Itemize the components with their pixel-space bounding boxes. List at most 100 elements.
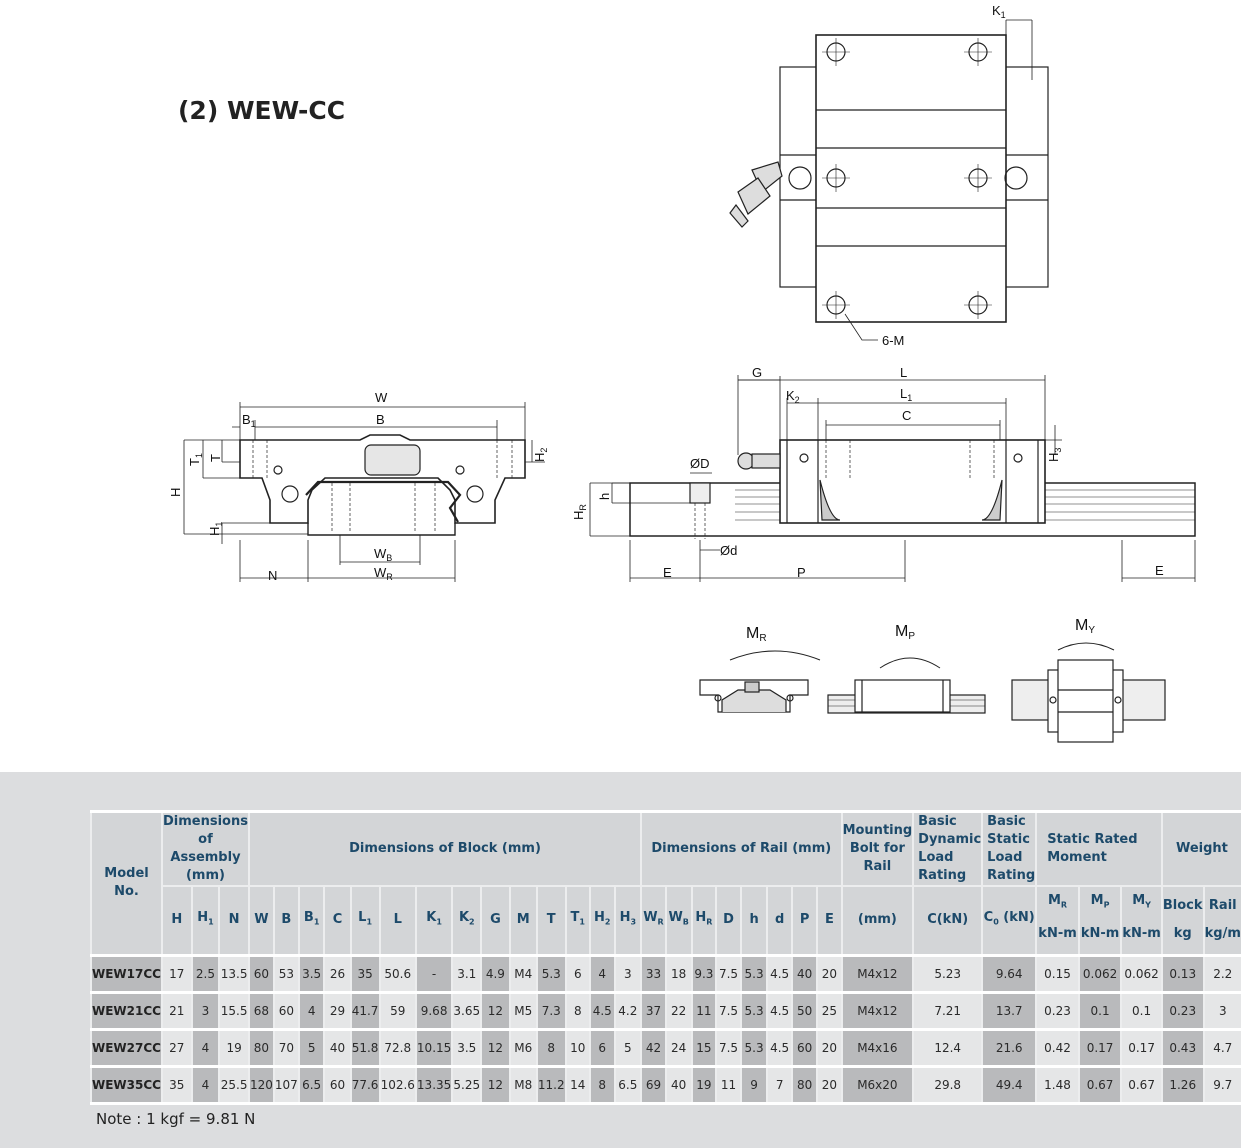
value-cell: 20 <box>816 1064 842 1105</box>
value-cell: M5 <box>508 990 537 1030</box>
column-subscript: R <box>706 917 713 927</box>
column-header: (mm) <box>840 884 914 956</box>
column-header: WR <box>640 884 666 956</box>
value-cell: 0.062 <box>1120 953 1162 993</box>
value-cell: M8 <box>508 1064 537 1105</box>
value-cell: 3.5 <box>297 953 325 993</box>
value-cell: 21.6 <box>981 1027 1037 1067</box>
value-cell: 24 <box>664 1027 692 1067</box>
dim-label-h: H <box>168 488 183 497</box>
value-cell: 27 <box>160 1027 192 1067</box>
value-cell: 120 <box>247 1064 274 1105</box>
column-header: H <box>160 884 192 956</box>
value-cell: 11 <box>715 1064 741 1105</box>
column-header: B <box>272 884 299 956</box>
svg-text:MY: MY <box>1075 617 1095 636</box>
value-cell: 25 <box>816 990 842 1030</box>
value-cell: 13.7 <box>981 990 1037 1030</box>
value-cell: 0.23 <box>1035 990 1079 1030</box>
column-symbol: K <box>458 910 470 925</box>
column-symbol: E <box>824 912 834 928</box>
value-cell: 69 <box>640 1064 666 1105</box>
value-cell: 0.17 <box>1120 1027 1162 1067</box>
value-cell: 77.6 <box>349 1064 380 1105</box>
moment-yaw-icon: MY <box>1011 617 1166 743</box>
column-symbol: K <box>426 910 437 925</box>
column-symbol: Block <box>1162 897 1203 913</box>
value-cell: 19 <box>690 1064 717 1105</box>
column-header: C <box>323 884 351 956</box>
front-view-drawing: W B1 B T1 T H2 H H1 WB WR N <box>168 390 549 583</box>
column-symbol: C <box>332 912 343 928</box>
value-cell: 41.7 <box>349 990 380 1030</box>
value-cell: 33 <box>640 953 666 993</box>
column-header: C0 (kN) <box>981 884 1037 956</box>
dim-label-h1: H1 <box>207 522 224 536</box>
value-cell: 8 <box>535 1027 566 1067</box>
dim-label-k2: K2 <box>786 388 800 405</box>
dim-label-p: P <box>797 565 806 580</box>
value-cell: 13.5 <box>218 953 249 993</box>
value-cell: 7 <box>766 1064 792 1105</box>
value-cell: 12 <box>480 1027 510 1067</box>
value-cell: 53 <box>272 953 299 993</box>
value-cell: M6x20 <box>840 1064 914 1105</box>
column-header: h <box>739 884 768 956</box>
dim-label-k1: K1 <box>992 3 1006 20</box>
value-cell: 5.3 <box>739 990 768 1030</box>
value-cell: 21 <box>160 990 192 1030</box>
value-cell: 40 <box>790 953 818 993</box>
value-cell: 60 <box>323 1064 351 1105</box>
value-cell: 9.7 <box>1202 1064 1241 1105</box>
column-symbol: W <box>643 910 658 925</box>
value-cell: 20 <box>816 953 842 993</box>
value-cell: 3 <box>1202 990 1241 1030</box>
column-symbol: M <box>1090 893 1104 908</box>
value-cell: 4.5 <box>766 953 792 993</box>
value-cell: 4 <box>588 953 615 993</box>
column-symbol: M <box>1047 893 1061 908</box>
value-cell: 60 <box>247 953 274 993</box>
column-symbol: M <box>1132 893 1146 908</box>
column-symbol: W <box>254 912 269 928</box>
dim-label-phi-d-large: ØD <box>690 456 710 471</box>
dim-label-hr: HR <box>571 504 588 520</box>
value-cell: 60 <box>272 990 299 1030</box>
dim-label-6m: 6-M <box>882 333 904 348</box>
column-header: d <box>766 884 792 956</box>
column-symbol: C <box>983 910 994 925</box>
value-cell: 25.5 <box>218 1064 249 1105</box>
value-cell: 0.43 <box>1160 1027 1204 1067</box>
column-symbol: W <box>668 910 683 925</box>
value-cell: 0.67 <box>1120 1064 1162 1105</box>
svg-text:MP: MP <box>895 623 915 642</box>
column-symbol: B <box>303 910 314 925</box>
column-subscript: 1 <box>579 917 585 927</box>
column-unit: kN-m <box>1122 925 1161 941</box>
section-title: (2) WEW-CC <box>178 96 346 125</box>
value-cell: 7.5 <box>715 953 741 993</box>
value-cell: 9.68 <box>414 990 453 1030</box>
value-cell: 22 <box>664 990 692 1030</box>
column-subscript: R <box>657 917 664 927</box>
value-cell: 29 <box>323 990 351 1030</box>
side-view-drawing: G L L1 K2 C H3 ØD h HR Ød E P E <box>571 365 1196 582</box>
value-cell: 60 <box>790 1027 818 1067</box>
value-cell: 0.15 <box>1035 953 1079 993</box>
value-cell: 70 <box>272 1027 299 1067</box>
value-cell: 5.3 <box>739 953 768 993</box>
model-cell: WEW17CC <box>90 953 162 993</box>
value-cell: 29.8 <box>912 1064 983 1105</box>
value-cell: 5.23 <box>912 953 983 993</box>
value-cell: 59 <box>378 990 416 1030</box>
header-dynamic-load: Basic Dynamic Load Rating <box>912 810 983 886</box>
value-cell: 3.65 <box>451 990 482 1030</box>
value-cell: 40 <box>323 1027 351 1067</box>
column-symbol: H <box>619 910 631 925</box>
column-symbol: G <box>490 912 501 928</box>
value-cell: 19 <box>218 1027 249 1067</box>
value-cell: 14 <box>564 1064 590 1105</box>
value-cell: 15.5 <box>218 990 249 1030</box>
